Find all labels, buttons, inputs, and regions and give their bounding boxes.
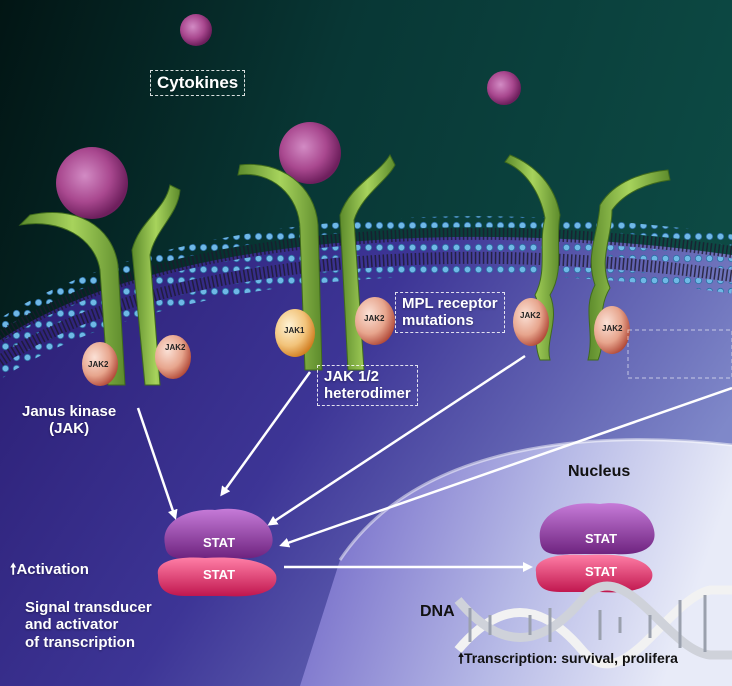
transcription-label: 🠕Transcription: survival, prolifera (458, 650, 678, 666)
dna-helix (454, 581, 732, 669)
up-arrow-icon: 🠕 (458, 650, 465, 666)
stat-tag: STAT (203, 535, 236, 550)
stat-def-line1: Signal transducer (25, 599, 152, 616)
jak-tag: JAK2 (165, 343, 186, 352)
activation-label: 🠕Activation (10, 561, 89, 578)
arrow-offscreen-to-stat (279, 386, 732, 548)
receptor-dimer-right (504, 154, 671, 361)
stat-tag: STAT (203, 567, 236, 582)
arrow-heterodimer-to-stat (220, 371, 312, 497)
jak-tag: JAK2 (364, 314, 385, 323)
jak12-line1: JAK 1/2 (324, 368, 380, 385)
dna-label: DNA (420, 603, 455, 621)
stat-definition-label: Signal transducer and activator of trans… (25, 599, 152, 651)
janus-kinase-label: Janus kinase (JAK) (22, 403, 116, 438)
nucleus-label: Nucleus (568, 463, 630, 481)
stat-tag: STAT (585, 531, 618, 546)
janus-line2: (JAK) (49, 420, 90, 438)
cytokine (180, 14, 212, 46)
stat-def-line3: of transcription (25, 633, 136, 651)
jak-tag: JAK1 (284, 326, 305, 335)
dna-text: DNA (420, 603, 455, 620)
jak-tag: JAK2 (520, 311, 541, 320)
janus-line1: Janus kinase (22, 403, 117, 420)
jak-proteins (82, 297, 630, 386)
nucleus-text: Nucleus (568, 463, 631, 480)
cytokines-label: Cytokines (150, 70, 246, 96)
stat-dimer-cytoplasm (157, 508, 277, 597)
cytokine (487, 71, 521, 105)
jak12-line2: heterodimer (324, 385, 411, 403)
arrow-mpl-to-stat (267, 354, 526, 526)
cytokine (56, 147, 128, 219)
jak12-heterodimer-label: JAK 1/2 heterodimer (317, 365, 418, 406)
receptor-dimer-middle (237, 153, 396, 371)
mpl-receptor-label: MPL receptor mutations (395, 292, 505, 333)
cytokine (279, 122, 341, 184)
stat-def-line2: and activator (25, 616, 119, 634)
mpl-line1: MPL receptor (402, 295, 498, 312)
cytokines-text: Cytokines (157, 73, 239, 92)
transcription-text: Transcription: survival, prolifera (464, 650, 678, 666)
jak-tag: JAK2 (88, 360, 109, 369)
receptor-dimer-left (18, 184, 181, 386)
mpl-line2: mutations (402, 312, 474, 330)
pathway-arrows (136, 354, 732, 572)
cropped-label-box (627, 329, 732, 379)
jak-tag: JAK2 (602, 324, 623, 333)
activation-text: Activation (16, 561, 89, 578)
stat-dimer-nucleus (535, 503, 655, 593)
arrow-jak-to-stat (136, 407, 178, 520)
up-arrow-icon: 🠕 (10, 561, 17, 578)
stat-tag: STAT (585, 564, 618, 579)
